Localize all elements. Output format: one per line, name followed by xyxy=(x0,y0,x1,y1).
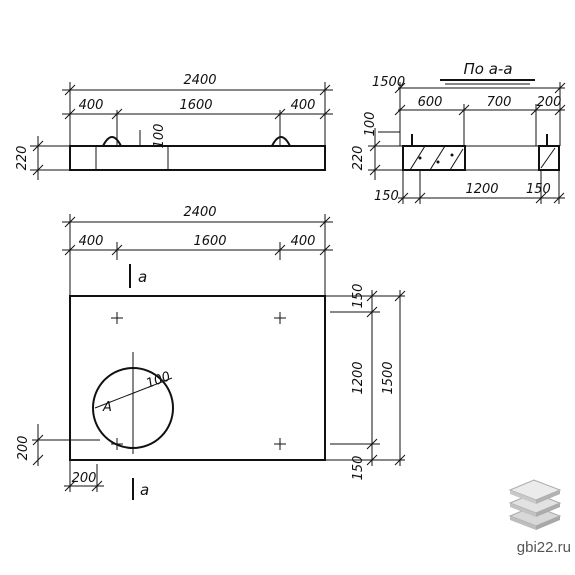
dimension-tick xyxy=(319,84,331,96)
dimension-tick xyxy=(369,140,381,152)
dimension-tick xyxy=(274,244,286,256)
aggregate-dot xyxy=(418,156,422,160)
section-inner-span: 1200 xyxy=(465,182,498,197)
cut-label-top: a xyxy=(138,268,147,286)
hole-label: A xyxy=(102,400,112,415)
dimension-tick xyxy=(274,108,286,120)
dimension-tick xyxy=(554,104,566,116)
dimension-tick xyxy=(111,108,123,120)
lifting-loop-left xyxy=(102,136,122,147)
dimension-tick xyxy=(394,454,406,466)
loop-marker xyxy=(274,438,286,450)
dimension-tick xyxy=(64,108,76,120)
side-left-offset: 400 xyxy=(79,98,104,113)
plan-top-edge: 150 xyxy=(351,284,366,309)
hatch-line xyxy=(540,147,556,169)
section-loop-height: 100 xyxy=(363,112,378,137)
dimension-tick xyxy=(366,454,378,466)
hatch-line xyxy=(449,148,464,171)
dimension-tick xyxy=(32,140,44,152)
hole-offset-x: 200 xyxy=(72,471,97,486)
dimension-tick xyxy=(64,216,76,228)
section-left-cut xyxy=(402,145,466,171)
cut-label-bottom: a xyxy=(140,481,149,499)
plan-overall-width: 1500 xyxy=(381,361,396,394)
watermark-text: gbi22.ru xyxy=(517,539,571,556)
dimension-tick xyxy=(554,82,566,94)
dimension-tick xyxy=(64,244,76,256)
dimension-tick xyxy=(32,164,44,176)
dimension-tick xyxy=(319,244,331,256)
loop-marker xyxy=(111,312,123,324)
plan-left-offset: 400 xyxy=(79,234,104,249)
section-right-cut xyxy=(538,145,560,171)
hole-dimension-line xyxy=(94,377,173,409)
hatch-line xyxy=(409,145,426,171)
dimension-tick xyxy=(535,192,547,204)
dimension-tick xyxy=(366,306,378,318)
side-middle-span: 1600 xyxy=(179,98,212,113)
lifting-loop-right xyxy=(271,136,291,147)
section-right-part: 200 xyxy=(537,95,562,110)
plan-overall-length: 2400 xyxy=(183,205,216,220)
section-middle-part: 700 xyxy=(487,95,512,110)
dimension-tick xyxy=(369,164,381,176)
section-height: 220 xyxy=(351,146,366,171)
side-height: 220 xyxy=(15,146,30,171)
dimension-tick xyxy=(319,108,331,120)
side-overall-length: 2400 xyxy=(183,73,216,88)
plan-slab-outline xyxy=(69,295,326,461)
watermark: gbi22.ru xyxy=(508,479,571,556)
dimension-tick xyxy=(111,244,123,256)
side-view: 2400 400 1600 400 100 220 xyxy=(15,73,333,180)
section-right-edge: 150 xyxy=(526,182,551,197)
stacked-slabs-icon xyxy=(508,479,562,530)
section-left-part: 600 xyxy=(418,95,443,110)
dimension-tick xyxy=(366,290,378,302)
side-right-offset: 400 xyxy=(291,98,316,113)
plan-inner-span: 1200 xyxy=(351,361,366,394)
section-left-edge: 150 xyxy=(374,189,399,204)
hole-offset-y: 200 xyxy=(16,436,31,461)
section-view: По а-а 1500 600 700 200 xyxy=(351,60,566,204)
dimension-tick xyxy=(64,84,76,96)
dimension-tick xyxy=(32,434,44,446)
section-overall-width: 1500 xyxy=(372,75,405,90)
plan-bottom-edge: 150 xyxy=(351,456,366,481)
dimension-tick xyxy=(91,480,103,492)
side-slab-body xyxy=(69,145,326,171)
dimension-tick xyxy=(394,104,406,116)
dimension-tick xyxy=(366,438,378,450)
dimension-tick xyxy=(414,192,426,204)
dimension-tick xyxy=(32,454,44,466)
loop-marker xyxy=(274,312,286,324)
plan-view: 2400 400 1600 400 a a A 1 xyxy=(16,205,406,500)
plan-middle-span: 1600 xyxy=(193,234,226,249)
aggregate-dot xyxy=(436,160,440,164)
hatch-line xyxy=(429,145,446,171)
dimension-tick xyxy=(394,82,406,94)
dimension-tick xyxy=(553,192,565,204)
dimension-tick xyxy=(397,192,409,204)
aggregate-dot xyxy=(450,153,454,157)
side-loop-height: 100 xyxy=(152,124,167,149)
dimension-tick xyxy=(64,480,76,492)
plan-right-offset: 400 xyxy=(291,234,316,249)
dimension-tick xyxy=(394,290,406,302)
dimension-tick xyxy=(319,216,331,228)
section-title: По а-а xyxy=(463,60,512,78)
